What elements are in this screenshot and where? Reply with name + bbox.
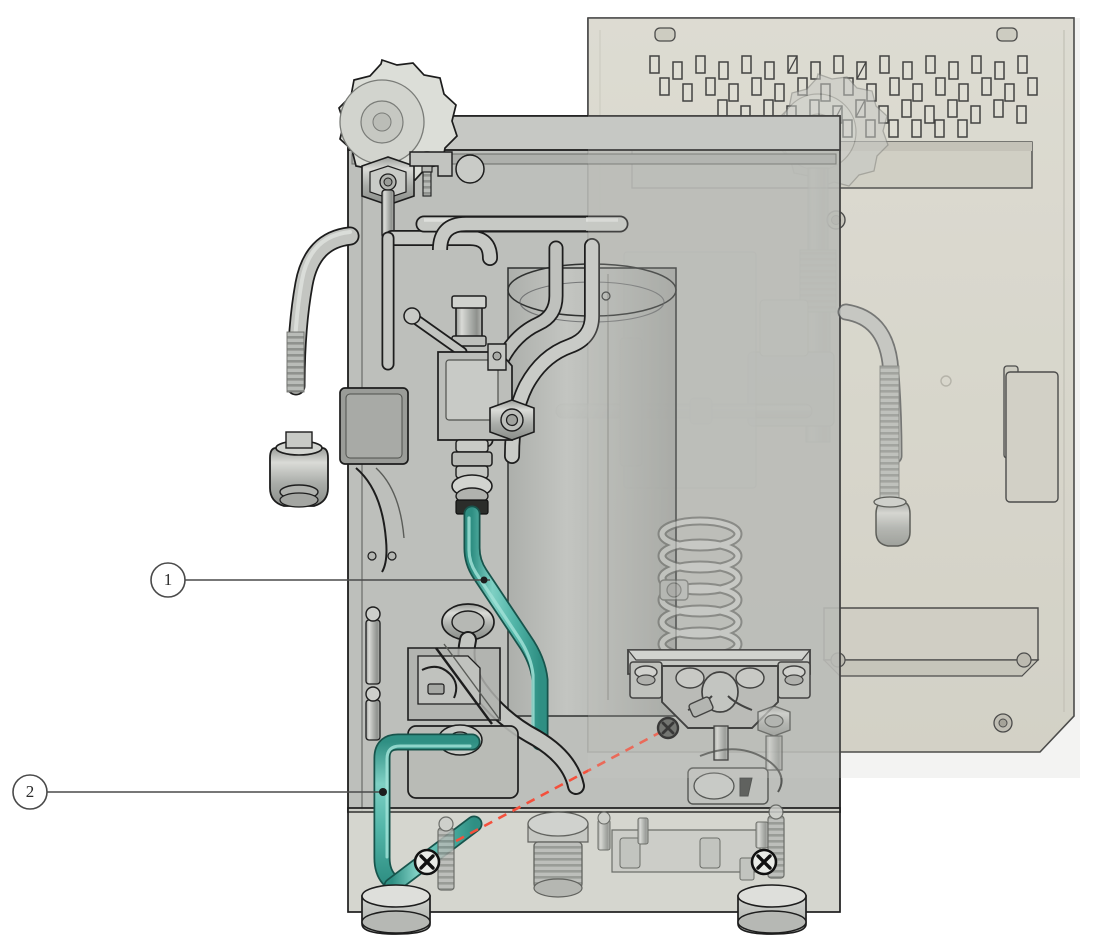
phillips-screw-marker-left — [413, 848, 441, 876]
center-valve-block — [339, 295, 535, 573]
valve-nut-stack — [451, 439, 493, 515]
group-head-bolts — [629, 661, 811, 699]
panel-translucency-wash — [588, 18, 1080, 778]
callout-1-label: 1 — [164, 570, 173, 589]
phillips-screw-marker-right — [750, 848, 778, 876]
callout-2[interactable]: 2 — [12, 774, 387, 810]
boiler-vessel — [507, 263, 677, 717]
foot-right — [737, 884, 807, 935]
panel-top-tabs — [654, 27, 1018, 42]
steam-valve-left — [361, 151, 485, 239]
dashed-alignment-line — [455, 724, 673, 843]
highlight-hose-upper — [463, 505, 549, 751]
base-screw-boss-center — [527, 811, 589, 898]
steam-wand-right — [837, 303, 911, 547]
callout-2-label: 2 — [26, 782, 35, 801]
right-fittings-ghost — [687, 705, 791, 805]
foot-left — [361, 884, 431, 935]
lower-mid-assembly — [365, 603, 585, 799]
heat-exchanger-coil — [657, 516, 743, 662]
callout-2-circle[interactable] — [12, 774, 48, 810]
handwheel-left — [338, 58, 458, 182]
callout-1-endpoint-dot — [480, 576, 488, 584]
callout-2-endpoint-dot — [379, 788, 387, 796]
screw-markers — [413, 716, 778, 876]
machine-feet — [361, 884, 807, 935]
group-head-assembly — [626, 649, 812, 761]
callout-1-circle[interactable] — [150, 562, 186, 598]
phillips-screw-marker-mid — [656, 716, 680, 740]
steam-wand-left — [269, 226, 360, 508]
callout-1[interactable]: 1 — [150, 562, 490, 598]
